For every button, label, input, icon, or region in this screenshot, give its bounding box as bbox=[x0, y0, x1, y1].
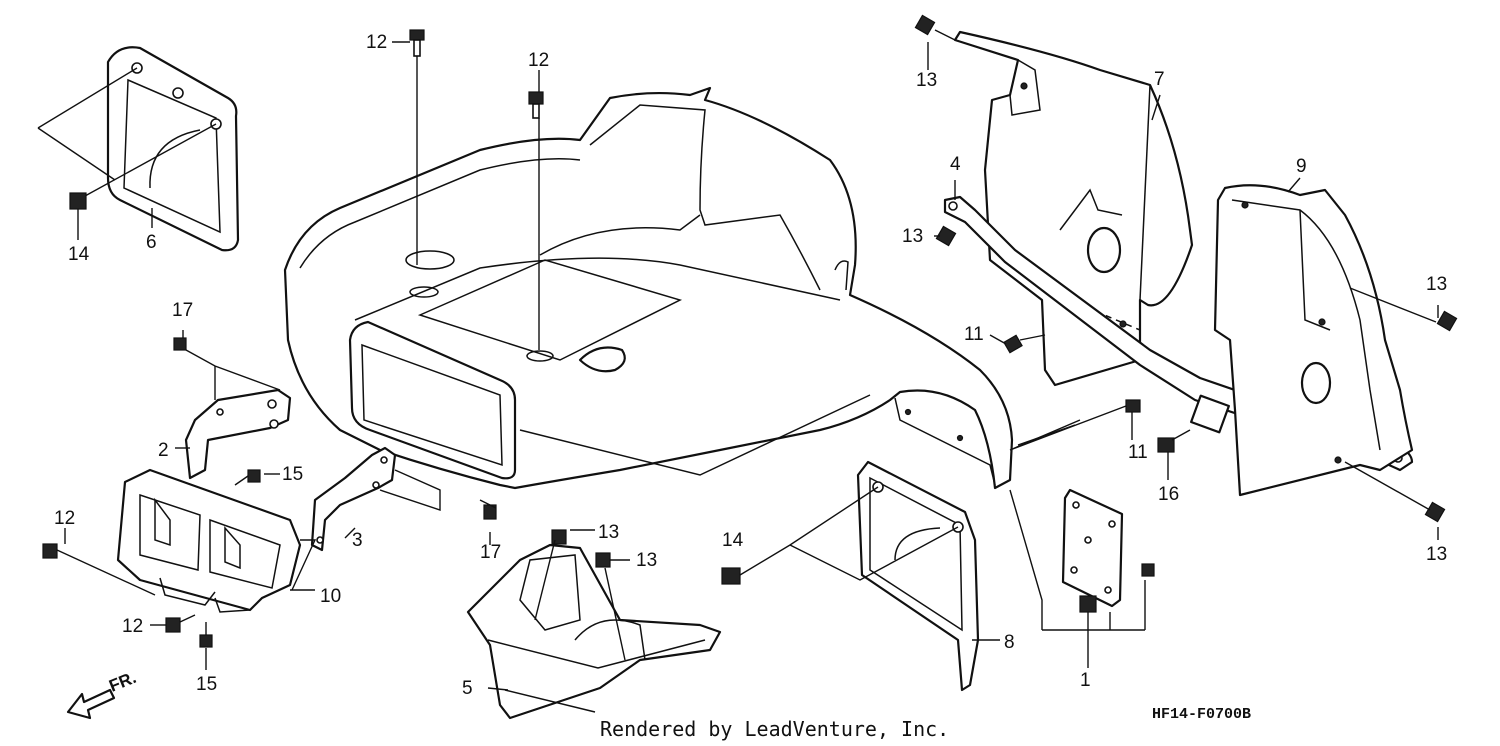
callout-17-top: 17 bbox=[172, 300, 193, 321]
callout-14-mid: 14 bbox=[722, 530, 744, 551]
callout-17-bottom: 17 bbox=[480, 542, 501, 563]
part-3-bracket bbox=[310, 446, 397, 552]
callout-6: 6 bbox=[146, 232, 157, 253]
callout-12-top-left: 12 bbox=[366, 32, 387, 53]
direction-label: FR. bbox=[106, 668, 139, 696]
callout-13-right-upper: 13 bbox=[1426, 274, 1447, 295]
callout-4: 4 bbox=[950, 154, 961, 175]
part-5-under-tray bbox=[466, 543, 722, 720]
callout-1: 1 bbox=[1080, 670, 1091, 691]
front-direction-arrow-icon: FR. bbox=[66, 668, 139, 720]
part-2-bracket bbox=[184, 388, 292, 480]
part-8-mud-flap bbox=[856, 460, 980, 692]
callout-15-lower: 15 bbox=[196, 674, 217, 695]
part-6-mud-guard-left bbox=[106, 46, 240, 252]
callout-12-top-mid: 12 bbox=[528, 50, 549, 71]
front-fender-body bbox=[283, 86, 1014, 490]
callout-13-top: 13 bbox=[916, 70, 937, 91]
callout-13-right-lower: 13 bbox=[1426, 544, 1447, 565]
part-10-headlight-case bbox=[116, 468, 302, 613]
callout-13-tray-lower: 13 bbox=[636, 550, 657, 571]
callout-5: 5 bbox=[462, 678, 473, 699]
callout-13-tray-upper: 13 bbox=[598, 522, 619, 543]
callout-15-upper: 15 bbox=[282, 464, 303, 485]
callout-11-lower: 11 bbox=[1128, 442, 1148, 463]
callout-12-bottom: 12 bbox=[122, 616, 143, 637]
callout-10: 10 bbox=[320, 586, 341, 607]
callout-3: 3 bbox=[352, 530, 363, 551]
callout-16: 16 bbox=[1158, 484, 1179, 505]
callout-8: 8 bbox=[1004, 632, 1015, 653]
callout-7: 7 bbox=[1154, 69, 1165, 90]
callout-9: 9 bbox=[1296, 156, 1307, 177]
part-7-inner-panel bbox=[953, 30, 1194, 387]
diagram-code: HF14-F0700B bbox=[1152, 706, 1251, 723]
callout-2: 2 bbox=[158, 440, 169, 461]
part-9-side-panel bbox=[1213, 184, 1414, 497]
leader-lines bbox=[56, 29, 1439, 691]
callout-14-left: 14 bbox=[68, 244, 90, 265]
part-1-plate bbox=[1061, 488, 1124, 608]
bolt-icon bbox=[42, 14, 1458, 648]
callout-12-left: 12 bbox=[54, 508, 75, 529]
callout-11-upper: 11 bbox=[964, 324, 984, 345]
callout-13-stay: 13 bbox=[902, 226, 923, 247]
credit-text: Rendered by LeadVenture, Inc. bbox=[600, 717, 949, 741]
